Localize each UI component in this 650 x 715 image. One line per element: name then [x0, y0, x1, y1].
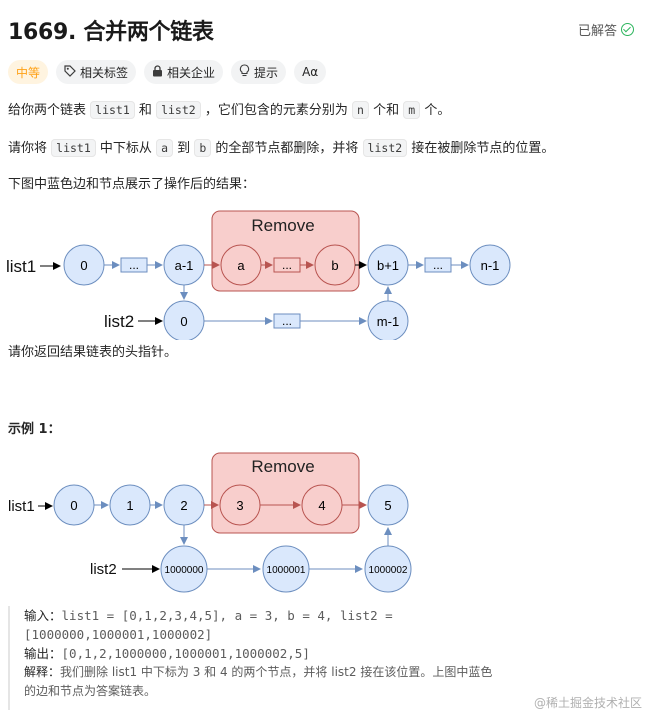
node-label: 1000000 [165, 565, 204, 576]
lightbulb-icon [239, 64, 250, 80]
list2-label: list2 [104, 312, 134, 331]
text: 请你将 [8, 141, 48, 156]
output-line: 输出：[0,1,2,1000000,1000001,1000002,5] [24, 644, 642, 663]
difficulty-label: 中等 [16, 65, 41, 80]
merge-diagram: Remove list1 list2 0 ... a-1 a ... b b+1… [6, 210, 511, 340]
node-label: 1000002 [369, 565, 408, 576]
lock-icon [152, 64, 163, 80]
output-value: [0,1,2,1000000,1000001,1000002,5] [61, 646, 310, 661]
input-label: 输入： [24, 608, 62, 623]
text: 接在被删除节点的位置。 [411, 141, 555, 156]
code-n: n [352, 101, 369, 119]
related-companies-label: 相关企业 [167, 65, 216, 80]
text: 个。 [424, 103, 451, 118]
hint-button[interactable]: 提示 [231, 60, 287, 84]
remove-label: Remove [251, 216, 314, 235]
hint-label: 提示 [254, 65, 279, 80]
example-block: 输入：list1 = [0,1,2,3,4,5], a = 3, b = 4, … [8, 606, 642, 710]
tag-bar: 中等 相关标签 相关企业 提示 Aα [8, 60, 327, 84]
node-label: 2 [180, 498, 187, 513]
list1-label: list1 [6, 257, 36, 276]
tag-icon [64, 64, 76, 80]
output-label: 输出： [24, 646, 62, 661]
node-label: b [331, 258, 338, 273]
node-label: 1 [126, 498, 133, 513]
code-a: a [156, 139, 174, 157]
explain-line-cont: 的边和节点为答案链表。 [24, 682, 642, 701]
code-list2: list2 [156, 101, 201, 119]
text: 到 [177, 141, 191, 156]
description-p3: 下图中蓝色边和节点展示了操作后的结果： [8, 177, 256, 192]
code-m: m [403, 101, 421, 119]
node-label: ... [282, 258, 292, 272]
node-label: ... [433, 258, 443, 272]
text: 和 [138, 103, 152, 118]
code-b: b [194, 139, 212, 157]
input-line-cont: [1000000,1000001,1000002] [24, 625, 642, 644]
input-line: 输入：list1 = [0,1,2,3,4,5], a = 3, b = 4, … [24, 606, 642, 625]
explain-line: 解释：我们删除 list1 中下标为 3 和 4 的两个节点，并将 list2 … [24, 663, 642, 682]
remove-label: Remove [251, 457, 314, 476]
node-label: 0 [180, 314, 187, 329]
example-diagram: Remove list1 list2 0 1 2 3 4 5 1000000 1… [8, 452, 412, 593]
solved-status: 已解答 [578, 20, 634, 39]
text: 的全部节点都删除，并将 [215, 141, 359, 156]
explain-text: 我们删除 list1 中下标为 3 和 4 的两个节点，并将 list2 接在该… [60, 665, 493, 679]
node-label: m-1 [377, 314, 399, 329]
related-tags-label: 相关标签 [80, 65, 129, 80]
code-list1: list1 [51, 139, 96, 157]
explain-label: 解释： [24, 665, 61, 679]
node-label: ... [129, 258, 139, 272]
description-p4: 请你返回结果链表的头指针。 [8, 345, 178, 360]
text: 给你两个链表 [8, 103, 87, 118]
font-toggle-button[interactable]: Aα [294, 60, 327, 84]
check-circle-icon [621, 23, 634, 36]
text: ，它们包含的元素分别为 [204, 103, 348, 118]
node-label: n-1 [481, 258, 500, 273]
code-list2: list2 [362, 139, 408, 157]
text: 个和 [373, 103, 400, 118]
node-label: 0 [70, 498, 77, 513]
font-toggle-label: Aα [302, 65, 319, 79]
node-label: ... [282, 314, 292, 328]
solved-label: 已解答 [577, 24, 617, 39]
problem-title: 1669. 合并两个链表 [8, 20, 214, 45]
description-p1: 给你两个链表 list1 和 list2 ，它们包含的元素分别为 n 个和 m … [8, 99, 450, 122]
node-label: 4 [318, 498, 325, 513]
related-companies-button[interactable]: 相关企业 [144, 60, 224, 84]
node [367, 484, 409, 526]
list2-label: list2 [90, 561, 117, 578]
list1-label: list1 [8, 498, 35, 515]
code-list1: list1 [90, 101, 135, 119]
difficulty-badge: 中等 [8, 60, 49, 84]
header: 1669. 合并两个链表 已解答 [8, 14, 642, 46]
related-tags-button[interactable]: 相关标签 [56, 60, 137, 84]
node [469, 244, 511, 286]
input-value-cont: [1000000,1000001,1000002] [24, 627, 213, 642]
example-title: 示例 1： [8, 422, 61, 437]
node-label: a-1 [175, 258, 194, 273]
node-label: 3 [236, 498, 243, 513]
node-label: 0 [80, 258, 87, 273]
explain-text-cont: 的边和节点为答案链表。 [24, 684, 157, 698]
input-value: list1 = [0,1,2,3,4,5], a = 3, b = 4, lis… [61, 608, 393, 623]
text: 中下标从 [99, 141, 152, 156]
node-label: b+1 [377, 258, 399, 273]
description-p2: 请你将 list1 中下标从 a 到 b 的全部节点都删除，并将 list2 接… [8, 137, 554, 160]
node-label: a [237, 258, 245, 273]
node-label: 1000001 [267, 565, 306, 576]
watermark: @稀土掘金技术社区 [533, 696, 642, 710]
node-label: 5 [384, 498, 391, 513]
